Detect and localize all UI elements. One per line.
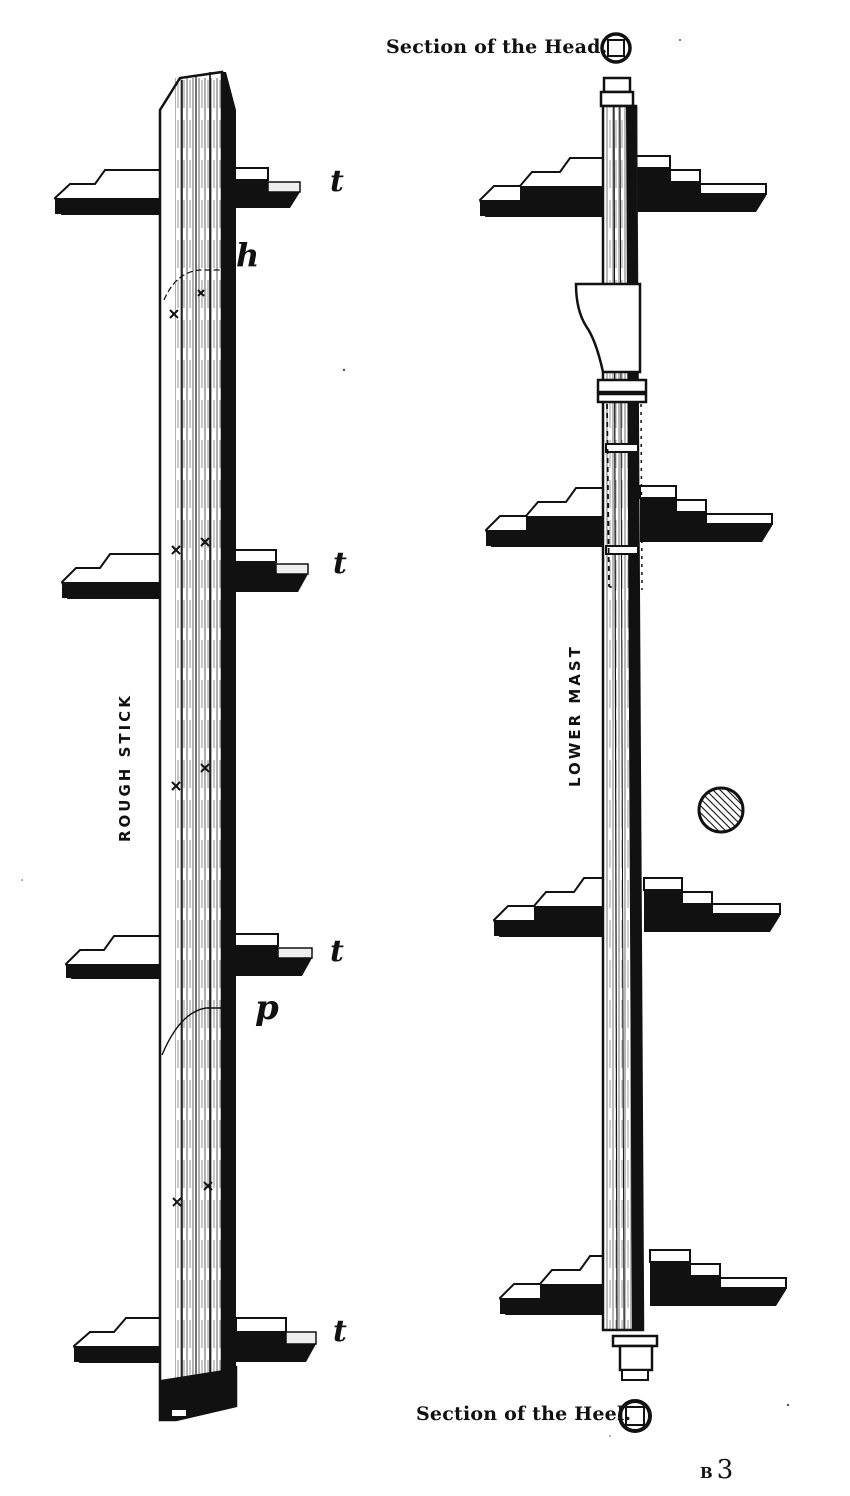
lower-mast-shaft	[574, 76, 659, 1381]
head-section-icon	[600, 32, 632, 64]
heel-section-icon	[618, 1399, 652, 1433]
heel-section-caption: Section of the Heel.	[416, 1403, 632, 1425]
trestle-label-4: t	[333, 1314, 347, 1349]
paper-specks	[21, 39, 790, 1437]
plate-digit: 3	[716, 1455, 734, 1485]
partners-label: p	[255, 988, 279, 1028]
chock-block-3	[64, 933, 313, 979]
x-marks	[169, 289, 213, 1207]
lower-mast-diagram	[478, 32, 787, 1433]
head-section-caption: Section of the Head.	[386, 36, 608, 58]
mast-chock-4	[498, 1249, 787, 1315]
lower-mast-label: LOWER MAST	[566, 644, 584, 787]
hounds-label: h	[236, 236, 260, 274]
chock-block-2	[60, 549, 309, 599]
mast-cross-section-icon	[697, 786, 745, 834]
trestle-label-1: t	[330, 164, 344, 199]
mast-chock-1	[478, 155, 767, 217]
chock-block-4	[72, 1317, 317, 1363]
plate-letter: B	[700, 1464, 713, 1482]
mast-chock-2	[484, 485, 773, 547]
rough-stick-diagram	[53, 70, 317, 1422]
trestle-label-2: t	[333, 546, 347, 581]
trestle-label-3: t	[330, 934, 344, 969]
rough-stick-label: ROUGH STICK	[116, 693, 134, 842]
rough-stick-timber	[158, 70, 238, 1422]
chock-block-1	[53, 167, 301, 215]
mast-chock-3	[492, 877, 781, 937]
